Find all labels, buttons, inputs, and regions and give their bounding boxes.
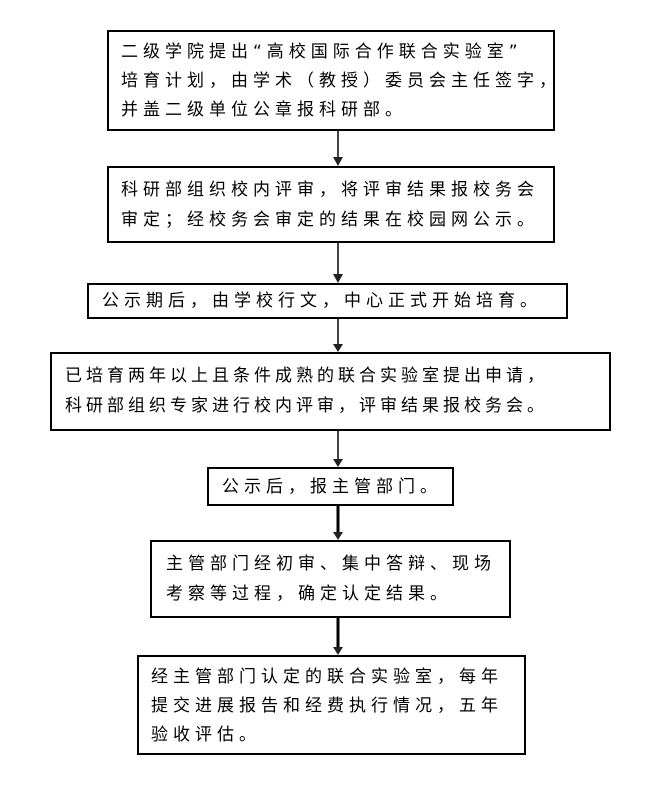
step-text: 经主管部门认定的联合实验室，每年 [151, 667, 503, 687]
step-text: 公示后，报主管部门。 [222, 477, 442, 497]
arrowhead-icon [333, 157, 343, 166]
arrowhead-icon [333, 274, 343, 283]
step-text: 验收评估。 [151, 725, 261, 745]
step-text: 主管部门经初审、集中答辩、现场 [166, 554, 496, 574]
arrowhead-icon [333, 459, 343, 467]
step-4-box: 已培育两年以上且条件成熟的联合实验室提出申请， 科研部组织专家进行校内评审，评审… [50, 352, 611, 431]
step-3-box: 公示期后，由学校行文，中心正式开始培育。 [87, 283, 568, 319]
step-text: 公示期后，由学校行文，中心正式开始培育。 [102, 291, 542, 311]
step-6-box: 主管部门经初审、集中答辩、现场 考察等过程，确定认定结果。 [150, 540, 511, 618]
step-text: 并盖二级单位公章报科研部。 [121, 100, 407, 120]
step-text: 培育计划，由学术（教授）委员会主任签字， [121, 71, 561, 91]
arrowhead-icon [333, 344, 343, 352]
step-7-box: 经主管部门认定的联合实验室，每年 提交进展报告和经费执行情况，五年 验收评估。 [137, 655, 526, 755]
step-text: 已培育两年以上且条件成熟的联合实验室提出申请， [65, 366, 548, 386]
step-text: 提交进展报告和经费执行情况，五年 [151, 696, 503, 716]
step-2-box: 科研部组织校内评审，将评审结果报校务会 审定；经校务会审定的结果在校园网公示。 [107, 166, 555, 243]
step-5-box: 公示后，报主管部门。 [207, 467, 454, 506]
arrowhead-icon [333, 647, 343, 655]
step-text: 二级学院提出“高校国际合作联合实验室” [121, 42, 523, 62]
arrowhead-icon [333, 532, 343, 540]
step-text: 考察等过程，确定认定结果。 [166, 584, 452, 604]
step-1-box: 二级学院提出“高校国际合作联合实验室” 培育计划，由学术（教授）委员会主任签字，… [107, 30, 556, 131]
step-text: 科研部组织专家进行校内评审，评审结果报校务会。 [65, 396, 548, 416]
step-text: 审定；经校务会审定的结果在校园网公示。 [121, 210, 539, 230]
step-text: 科研部组织校内评审，将评审结果报校务会 [121, 180, 539, 200]
